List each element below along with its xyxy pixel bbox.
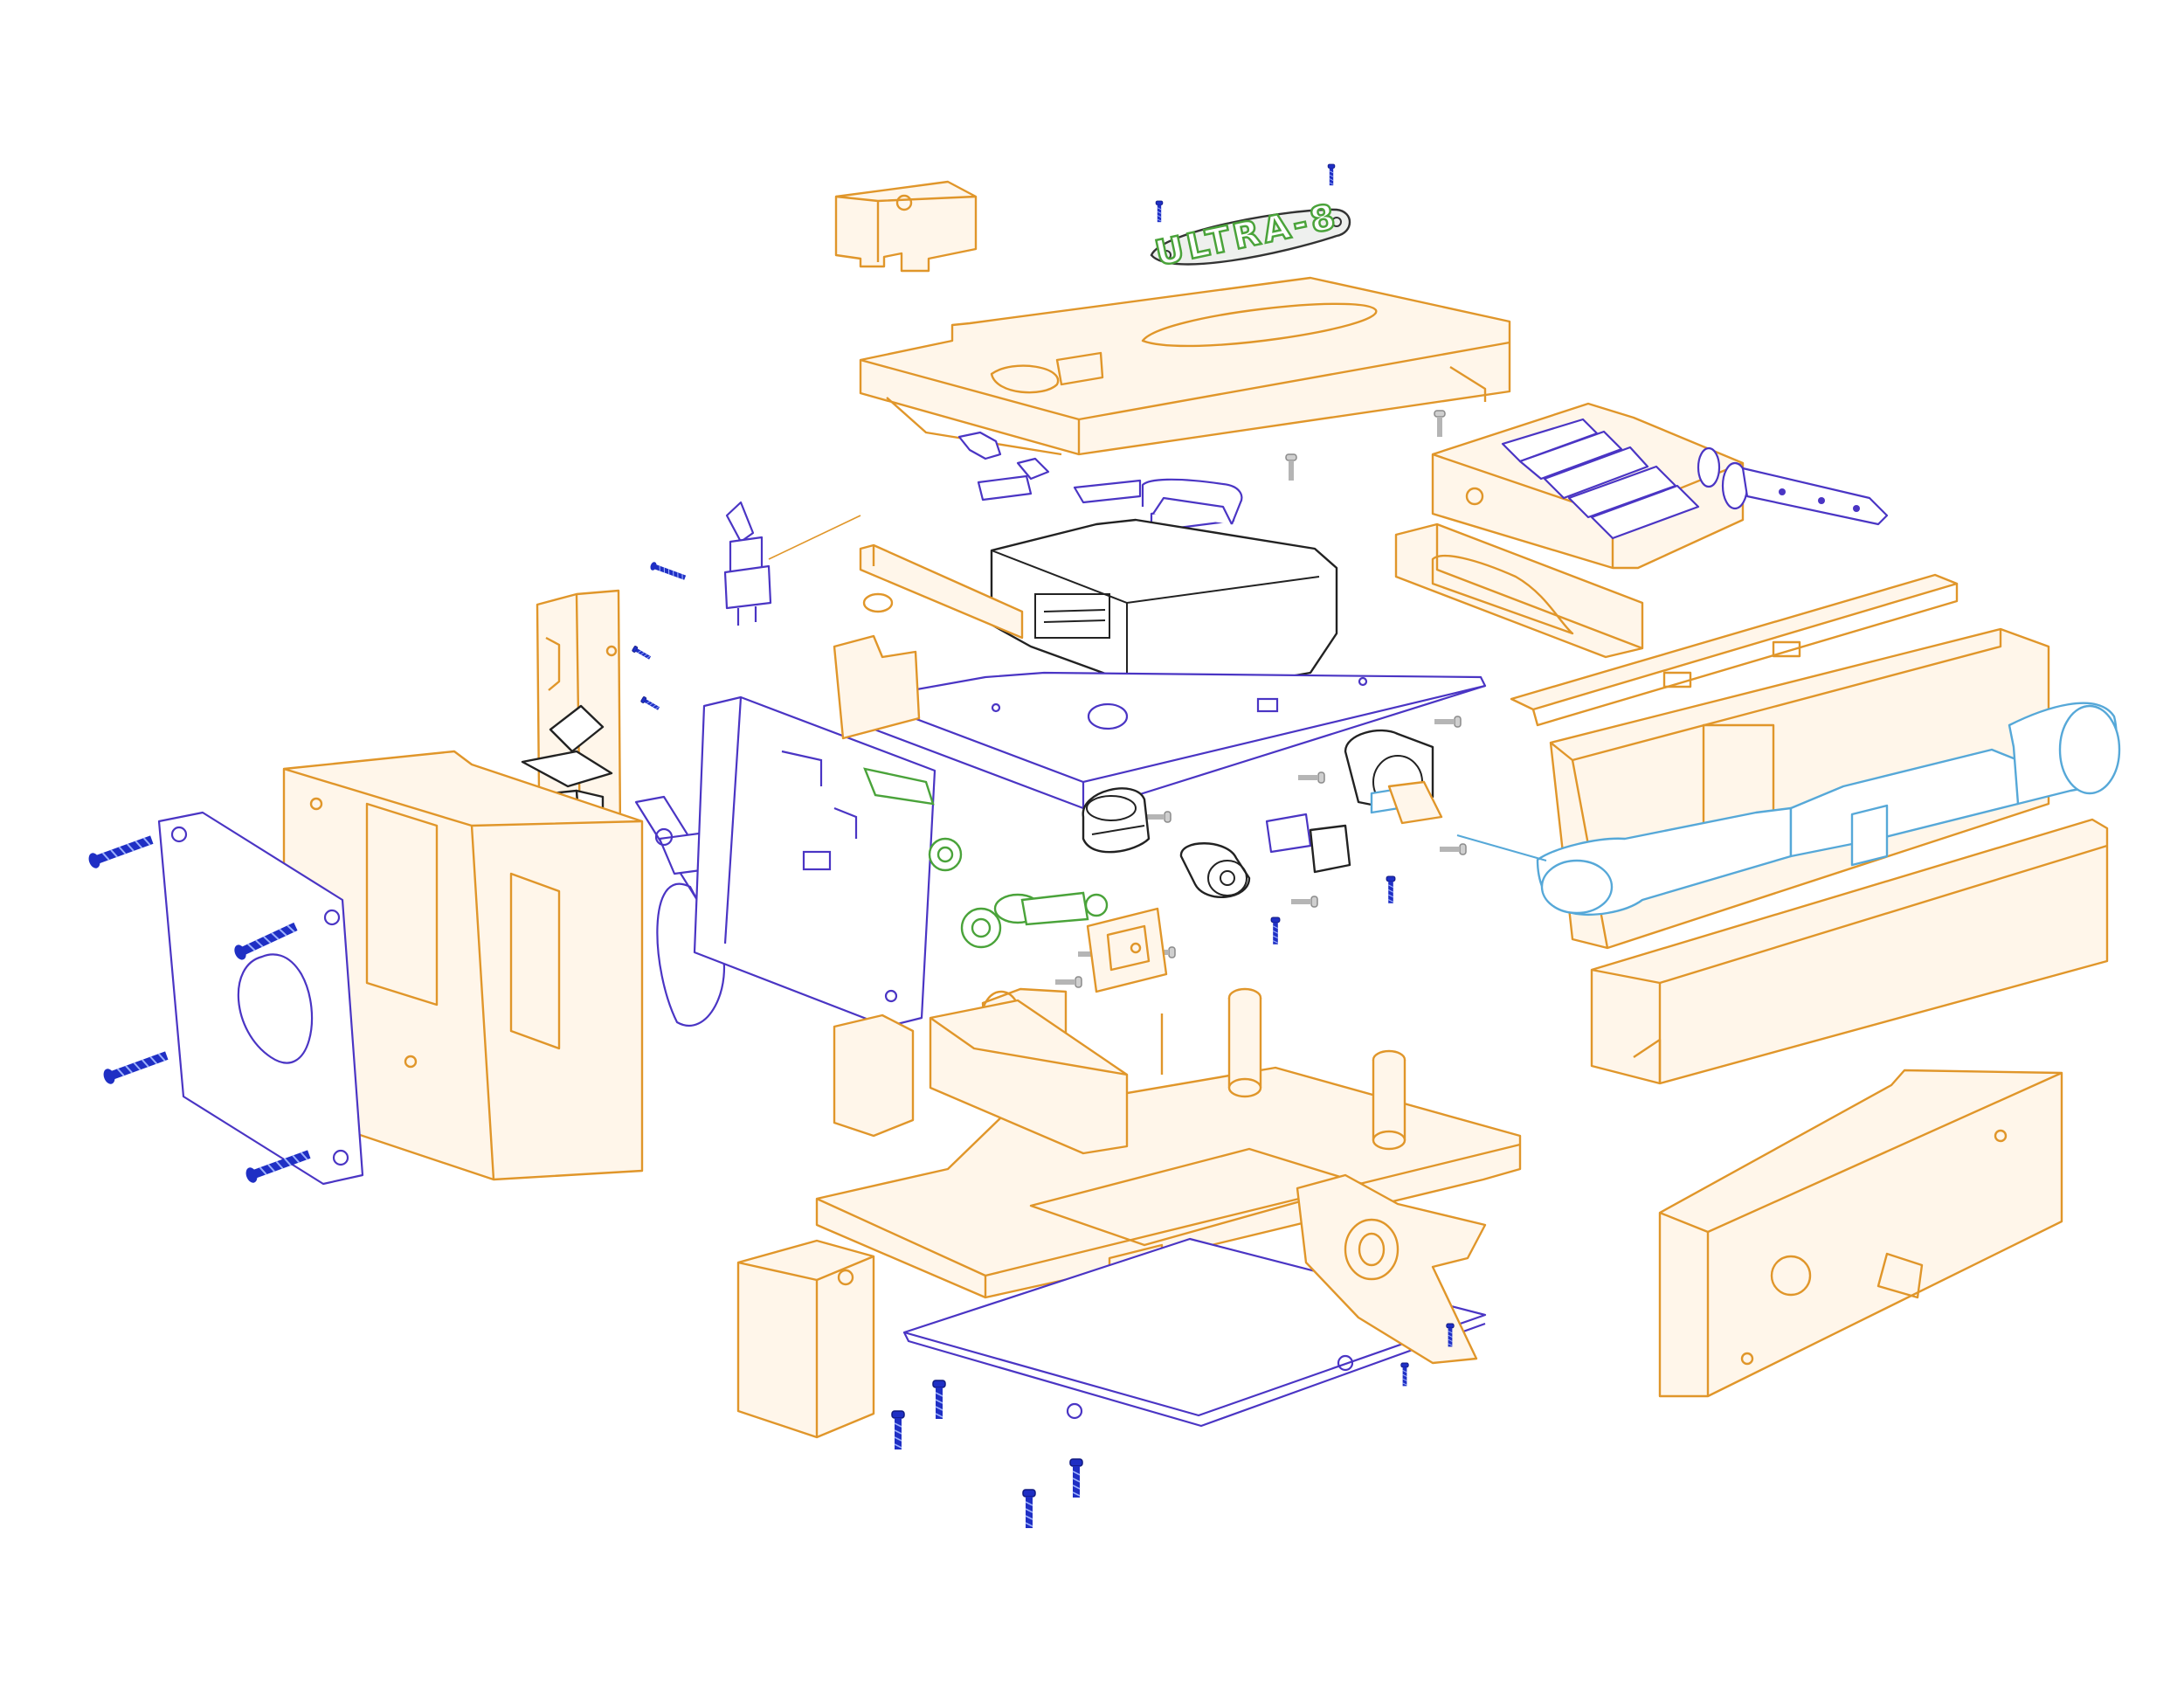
pillar-post-1	[1227, 987, 1262, 1098]
right-base-channel	[1590, 818, 2109, 1085]
nameplate: ULTRA-8	[1150, 195, 1351, 275]
lens-mount-assembly	[1344, 729, 1443, 825]
film-cartridge	[990, 518, 1338, 701]
pcb-board	[693, 695, 936, 1028]
mount-screw-3	[101, 1048, 169, 1086]
left-frame-block	[282, 750, 644, 1181]
toggle-switch	[723, 501, 861, 626]
top-screw-2	[1328, 164, 1335, 185]
mount-screw-1	[86, 833, 155, 870]
front-left-block	[736, 1239, 875, 1439]
left-screw-3	[639, 694, 662, 714]
top-screw-1	[1156, 201, 1163, 222]
top-clip-block	[834, 180, 978, 273]
spool-drum	[1082, 787, 1151, 854]
right-side-panel-upper	[1394, 522, 1644, 659]
right-end-panel	[1658, 1069, 2063, 1398]
main-chassis-plate	[861, 671, 1487, 810]
front-right-bracket	[1296, 1173, 1487, 1365]
left-screw-2	[630, 643, 653, 663]
rotary-switch	[1265, 813, 1351, 874]
nameplate-label: ULTRA-8	[1151, 197, 1342, 274]
right-rail-top	[1510, 573, 1959, 727]
left-screw-1	[649, 561, 687, 582]
gear-cluster-small	[863, 767, 963, 872]
small-screws-center	[1271, 876, 1395, 944]
left-slide-rail	[859, 543, 1024, 640]
center-riser-block	[833, 999, 1129, 1155]
drive-bracket	[1086, 907, 1168, 993]
gear-train	[960, 891, 1109, 949]
optical-tube-assembly	[1456, 702, 2121, 916]
battery-cells	[1501, 418, 1749, 540]
cartridge-handle	[1141, 478, 1243, 525]
rear-bracket	[833, 592, 921, 740]
knob-cylinder	[1179, 842, 1251, 898]
top-lid-plate	[859, 276, 1511, 456]
left-mount-plate	[157, 811, 364, 1186]
battery-contact-strip	[1741, 467, 1889, 526]
pillar-post-2	[1372, 1049, 1406, 1151]
